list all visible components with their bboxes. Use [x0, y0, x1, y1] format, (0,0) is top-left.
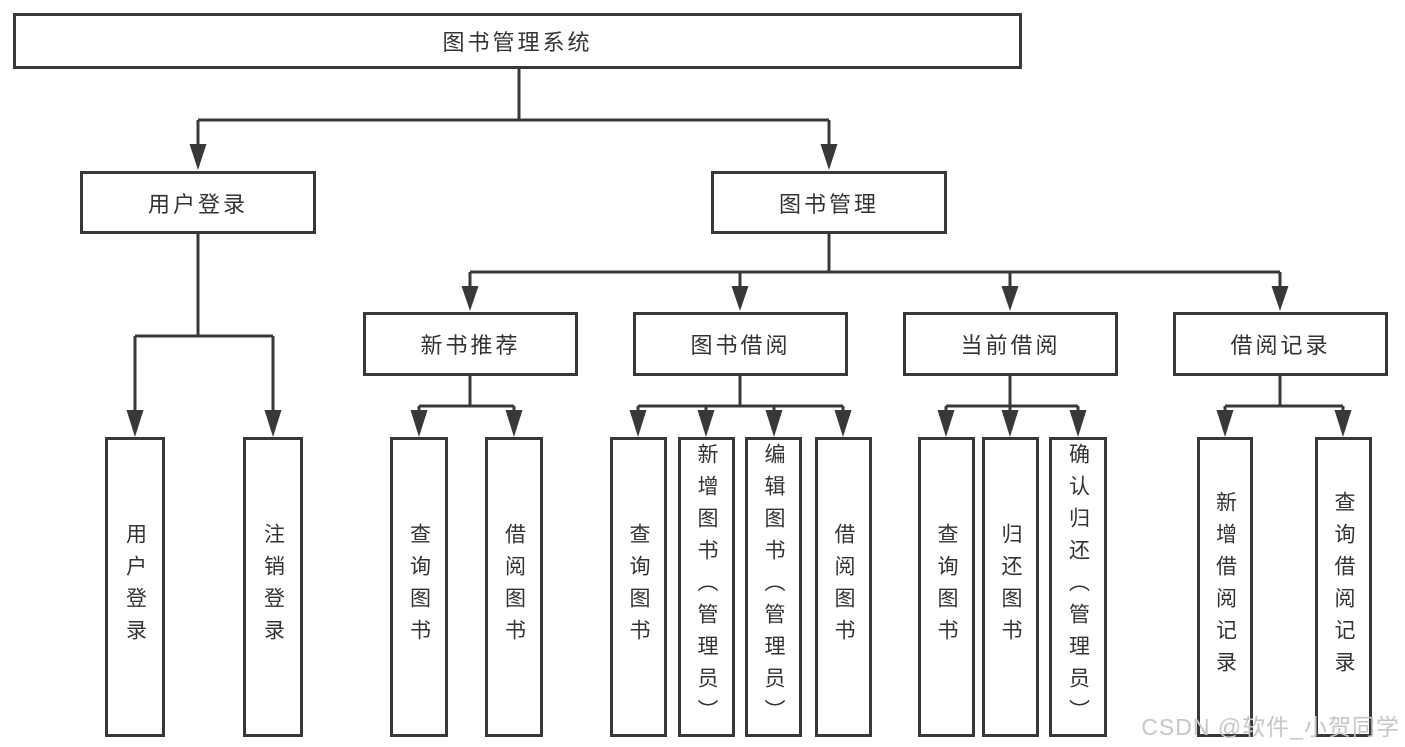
node-label: 图书管理系统	[442, 30, 593, 55]
node-label: 借阅图书	[832, 523, 855, 651]
leaf-query-books-recommend: 查询图书	[390, 437, 448, 737]
node-current-borrow: 当前借阅	[903, 312, 1118, 376]
node-label: 确认归还（管理员）	[1066, 443, 1090, 731]
node-label: 注销登录	[261, 523, 285, 651]
node-label: 图书管理	[778, 191, 879, 217]
leaf-return-book: 归还图书	[982, 437, 1039, 737]
node-label: 图书借阅	[690, 333, 791, 358]
arrowheads-current-borrow-leaves	[937, 410, 1087, 437]
node-label: 编辑图书（管理员）	[762, 443, 785, 731]
node-user-login: 用户登录	[80, 171, 316, 234]
node-label: 归还图书	[999, 523, 1022, 651]
connector-borrow-record-branch	[1223, 376, 1345, 414]
connector-root-to-level2	[196, 68, 831, 146]
arrowheads-borrow-record-leaves	[1216, 410, 1352, 437]
leaf-confirm-return-admin: 确认归还（管理员）	[1049, 437, 1107, 737]
leaf-borrow-books: 借阅图书	[815, 437, 872, 737]
arrowheads-new-book-leaves	[410, 410, 523, 437]
node-label: 借阅记录	[1230, 333, 1331, 358]
node-book-management: 图书管理	[711, 171, 947, 234]
leaf-edit-book-admin: 编辑图书（管理员）	[745, 437, 802, 737]
node-label: 新增借阅记录	[1213, 491, 1237, 683]
node-borrow-records: 借阅记录	[1173, 312, 1388, 376]
node-label: 查询图书	[627, 523, 650, 651]
connector-current-borrow-branch	[944, 376, 1080, 414]
leaf-query-books-borrow: 查询图书	[610, 437, 667, 737]
node-book-borrow: 图书借阅	[633, 312, 848, 376]
connector-new-book-branch	[417, 376, 516, 414]
leaf-logout: 注销登录	[243, 437, 303, 737]
csdn-watermark: CSDN @软件_小贺同学	[1141, 714, 1400, 740]
node-label: 查询图书	[407, 523, 431, 651]
node-label: 查询图书	[935, 523, 958, 651]
connector-user-login-branch	[133, 234, 275, 414]
node-library-management-system: 图书管理系统	[13, 13, 1022, 69]
connector-book-borrow-branch	[636, 376, 845, 414]
leaf-user-login: 用户登录	[105, 437, 165, 737]
node-label: 新增图书（管理员）	[695, 443, 718, 731]
arrowheads-book-borrow-leaves	[629, 410, 852, 437]
arrowheads-level2	[189, 144, 838, 170]
node-label: 借阅图书	[502, 523, 526, 651]
node-label: 用户登录	[123, 523, 147, 651]
arrowheads-level3	[461, 286, 1289, 311]
leaf-add-book-admin: 新增图书（管理员）	[678, 437, 735, 737]
leaf-query-books-current: 查询图书	[918, 437, 975, 737]
node-label: 新书推荐	[420, 333, 521, 358]
node-label: 当前借阅	[960, 333, 1061, 358]
leaf-add-borrow-record: 新增借阅记录	[1197, 437, 1253, 737]
leaf-borrow-books-recommend: 借阅图书	[485, 437, 543, 737]
leaf-query-borrow-record: 查询借阅记录	[1315, 437, 1372, 737]
connector-book-management-to-level3	[468, 234, 1282, 290]
node-label: 查询借阅记录	[1332, 491, 1355, 683]
arrowheads-user-login-leaves	[126, 410, 282, 437]
node-label: 用户登录	[147, 191, 248, 217]
node-new-book-recommend: 新书推荐	[363, 312, 578, 376]
